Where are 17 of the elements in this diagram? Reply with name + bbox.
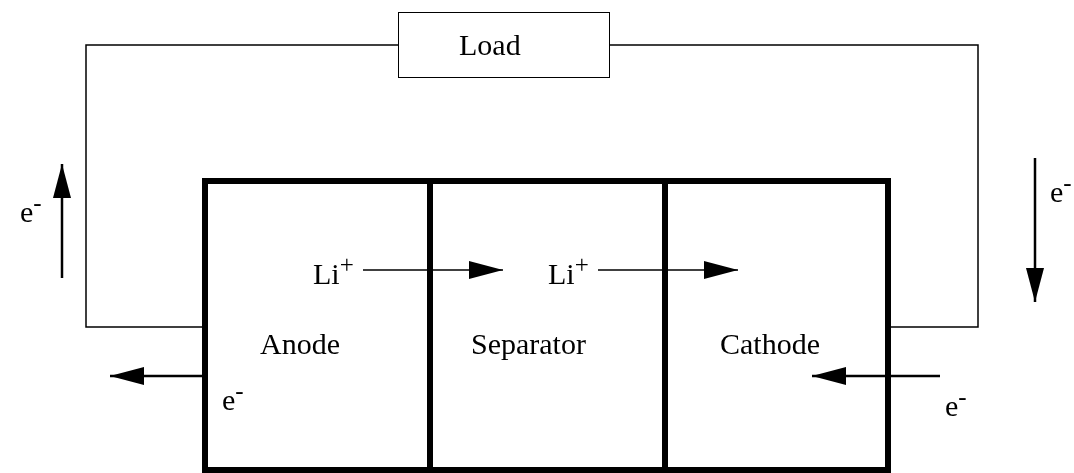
arrow <box>597 261 739 279</box>
node-label: Anode <box>260 329 340 359</box>
arrow <box>362 261 504 279</box>
node-label: Cathode <box>720 329 820 359</box>
edge-label: e$^{-}$ <box>222 378 244 415</box>
load-box <box>398 12 610 78</box>
edge-label: e$^{-}$ <box>945 384 967 421</box>
node-label: Load <box>459 30 521 60</box>
current-label: e$^{-}$ <box>1050 170 1072 207</box>
node-label: Separator <box>471 329 586 359</box>
wire <box>85 44 399 328</box>
arrow <box>812 367 940 385</box>
edge-label: Li$^{+}$ <box>548 252 589 289</box>
edge-label: Li$^{+}$ <box>313 252 354 289</box>
wire <box>609 44 979 328</box>
current-label: e$^{-}$ <box>20 190 42 227</box>
arrow <box>110 367 202 385</box>
